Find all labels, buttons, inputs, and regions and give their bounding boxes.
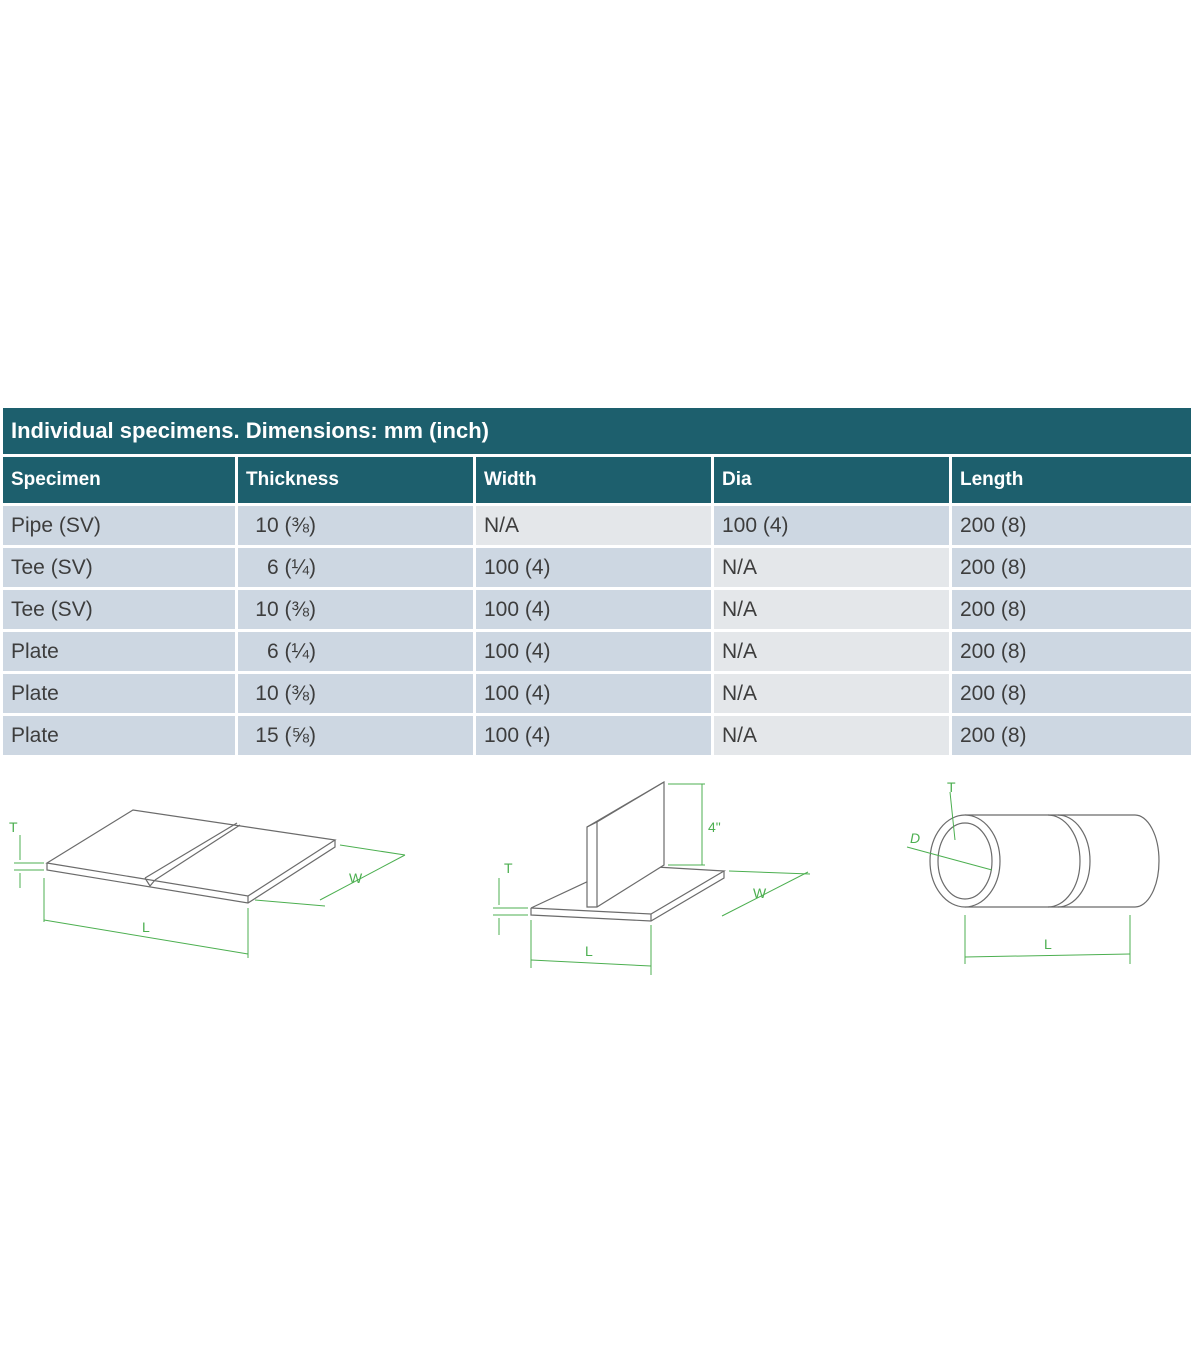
- header-width: Width: [476, 454, 714, 503]
- plate-dimensions: [14, 835, 406, 958]
- tee-w-label: W: [753, 885, 767, 901]
- table-cell: 100 (4): [476, 629, 714, 671]
- table-cell: 100 (4): [714, 503, 952, 545]
- header-specimen: Specimen: [3, 454, 238, 503]
- table-cell: N/A: [714, 587, 952, 629]
- table-grid: Specimen Thickness Width Dia Length Pipe…: [3, 454, 1191, 755]
- plate-l-label: L: [142, 919, 150, 935]
- table-cell: N/A: [714, 671, 952, 713]
- plate-t-label: T: [9, 819, 18, 835]
- table-cell: 200 (8): [952, 587, 1191, 629]
- diagram-canvas: T W L 4" T W L: [9, 779, 1160, 975]
- table-cell: 15 (⅝): [238, 713, 476, 755]
- table-cell: 10 (⅜): [238, 587, 476, 629]
- table-cell: Pipe (SV): [3, 503, 238, 545]
- pipe-t-label: T: [947, 779, 956, 795]
- pipe-d-label: D: [910, 830, 920, 846]
- table-cell: Plate: [3, 713, 238, 755]
- table-cell: N/A: [714, 713, 952, 755]
- table-cell: 100 (4): [476, 671, 714, 713]
- specimen-diagrams: T W L 4" T W L: [0, 770, 1200, 990]
- table-cell: 100 (4): [476, 713, 714, 755]
- pipe-dimensions: [906, 791, 1131, 964]
- pipe-l-label: L: [1044, 936, 1052, 952]
- table-cell: Plate: [3, 629, 238, 671]
- table-cell: 200 (8): [952, 629, 1191, 671]
- table-cell: 200 (8): [952, 503, 1191, 545]
- tee-l-label: L: [585, 943, 593, 959]
- table-cell: N/A: [476, 503, 714, 545]
- table-cell: 200 (8): [952, 671, 1191, 713]
- table-cell: 100 (4): [476, 545, 714, 587]
- header-dia: Dia: [714, 454, 952, 503]
- table-cell: N/A: [714, 629, 952, 671]
- plate-w-label: W: [349, 870, 363, 886]
- tee-height-label: 4": [708, 819, 721, 835]
- table-cell: 100 (4): [476, 587, 714, 629]
- table-title: Individual specimens. Dimensions: mm (in…: [3, 408, 1191, 454]
- table-cell: Tee (SV): [3, 587, 238, 629]
- plate-diagram: [45, 809, 337, 904]
- table-cell: Tee (SV): [3, 545, 238, 587]
- tee-diagram: [530, 780, 727, 922]
- table-cell: 10 (⅜): [238, 503, 476, 545]
- table-cell: N/A: [714, 545, 952, 587]
- header-length: Length: [952, 454, 1191, 503]
- table-cell: 10 (⅜): [238, 671, 476, 713]
- table-cell: 200 (8): [952, 713, 1191, 755]
- header-thickness: Thickness: [238, 454, 476, 503]
- pipe-diagram: [929, 814, 1160, 908]
- tee-dimensions: [493, 783, 811, 975]
- table-cell: 6 (¼): [238, 545, 476, 587]
- specimen-table: Individual specimens. Dimensions: mm (in…: [3, 408, 1191, 755]
- table-cell: Plate: [3, 671, 238, 713]
- table-cell: 6 (¼): [238, 629, 476, 671]
- table-cell: 200 (8): [952, 545, 1191, 587]
- tee-t-label: T: [504, 860, 513, 876]
